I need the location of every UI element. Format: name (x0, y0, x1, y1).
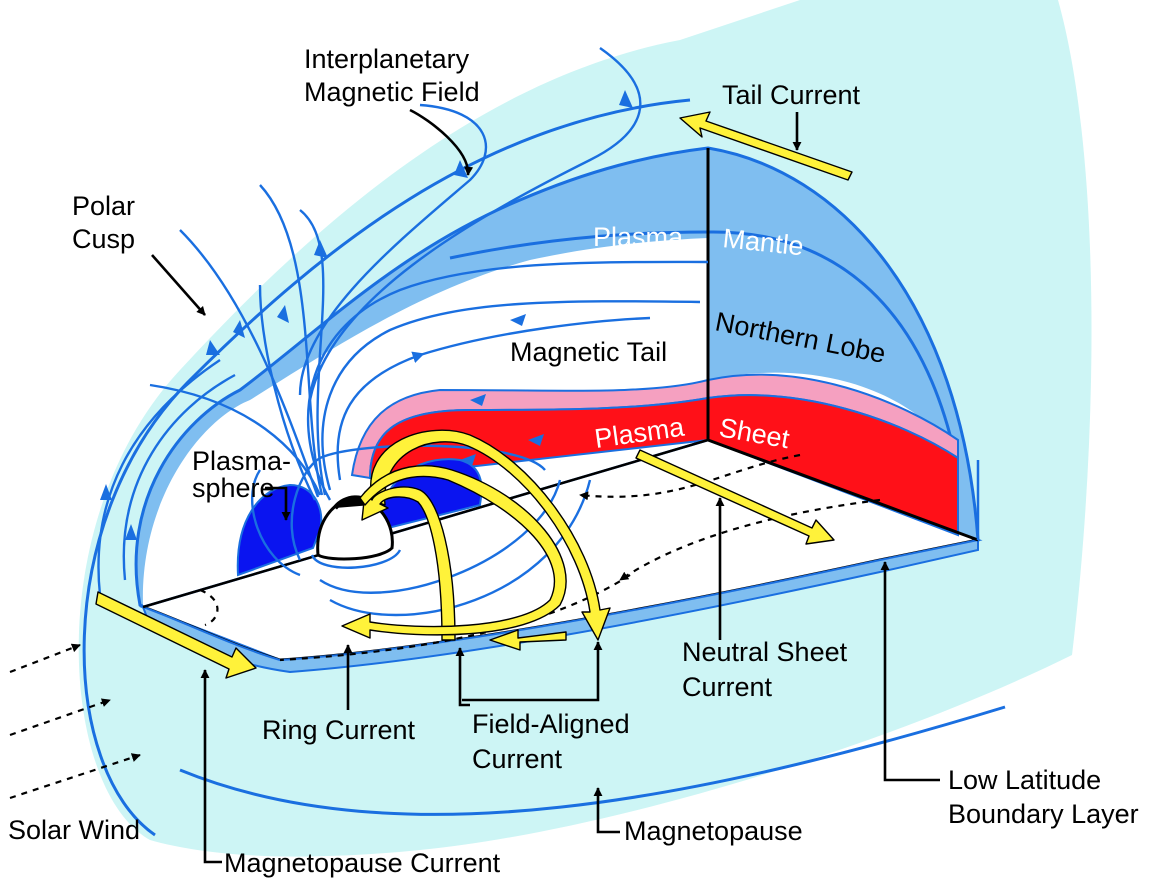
label-field-aligned-line1: Field-Aligned (472, 709, 630, 739)
cusp-field-line-4 (259, 184, 324, 496)
plasmasphere-left-lobe (236, 483, 323, 577)
cusp-field-line-5 (299, 209, 327, 496)
solar-wind-arrow-1 (9, 643, 81, 674)
cusp-field-line-2 (258, 284, 317, 501)
dipole-field-line-3 (250, 469, 301, 577)
plasma-sheet (368, 394, 959, 537)
label-field-aligned-line2: Current (472, 744, 563, 774)
label-magnetopause-current: Magnetopause Current (224, 848, 501, 878)
tail-current-arrow (679, 111, 853, 181)
field-aligned-current-inner (341, 465, 567, 639)
magnetopause-current-arrow (95, 591, 257, 679)
dipole-field-line-1 (310, 549, 402, 569)
meridian-cut-right (707, 438, 979, 542)
dayside-field-line-1 (97, 359, 221, 596)
meridian-cut-back (142, 438, 709, 609)
label-plasmasphere-line1: Plasma- (192, 446, 291, 476)
pointer-field-aligned (455, 647, 470, 707)
field-aligned-current-mid (361, 486, 456, 641)
tail-field-line-1 (336, 316, 651, 481)
pointer-plasmasphere (265, 486, 291, 521)
plasma-mantle-inner-edge (449, 230, 957, 456)
magnetopause-boundary (82, 98, 691, 837)
label-low-latitude-line1: Low Latitude (948, 765, 1101, 795)
neutral-sheet-current-arrow (635, 449, 835, 545)
cusp-field-line-3 (179, 229, 320, 498)
label-imf-line1: Interplanetary (304, 44, 470, 74)
label-imf-line2: Magnetic Field (304, 77, 480, 107)
label-neutral-sheet-line2: Current (682, 672, 773, 702)
cusp-field-line-7 (308, 47, 642, 401)
field-aligned-current-big (369, 429, 611, 641)
label-neutral-sheet-line1: Neutral Sheet (682, 637, 848, 667)
dayside-field-line-2 (122, 373, 236, 581)
pointer-magnetopause (593, 787, 620, 834)
pointer-field-aligned-2 (462, 641, 603, 702)
cusp-field-line-6 (298, 103, 487, 396)
pointer-polar-cusp (151, 254, 206, 316)
pointer-magnetopause-current (200, 669, 222, 864)
label-low-latitude-line2: Boundary Layer (948, 799, 1139, 829)
neutral-sheet-current-front (619, 498, 881, 581)
label-polar-cusp-line1: Polar (72, 191, 135, 221)
tail-field-line-3 (306, 260, 709, 501)
magnetopause-boundary-lower (179, 705, 1006, 816)
label-magnetic-tail: Magnetic Tail (510, 337, 667, 367)
label-plasmasphere-line2: sphere (192, 473, 275, 503)
dipole-field-line-5 (329, 479, 592, 617)
tail-field-line-2 (321, 300, 701, 491)
label-magnetopause: Magnetopause (624, 816, 803, 846)
label-polar-cusp-line2: Cusp (72, 224, 135, 254)
magnetopause-current-dashed (199, 588, 219, 627)
label-tail-current: Tail Current (722, 80, 861, 110)
solar-wind-arrow-2 (9, 698, 111, 737)
pointer-imf (409, 108, 474, 176)
label-solar-wind: Solar Wind (8, 815, 140, 845)
neutral-sheet-current-back (579, 453, 801, 501)
ring-current-return-arrow (489, 629, 567, 651)
pointer-low-latitude (880, 561, 940, 782)
label-ring-current: Ring Current (262, 715, 416, 745)
label-plasma-mantle-left: Plasma (593, 222, 684, 252)
